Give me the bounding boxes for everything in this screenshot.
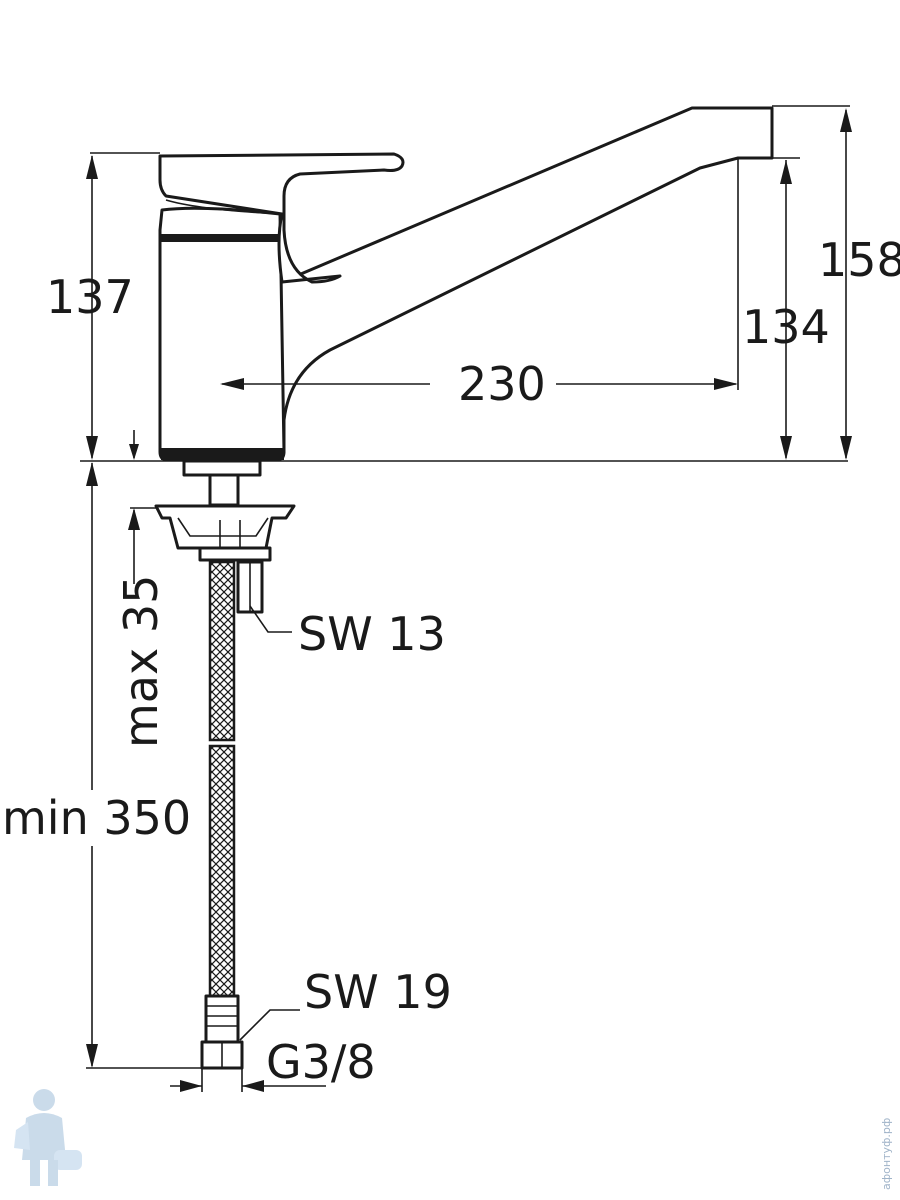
mount-plate <box>198 546 272 562</box>
watermark-text: афонтуф.рф <box>880 1118 893 1190</box>
plumber-mascot-icon <box>14 1089 82 1186</box>
arrow-158-bottom <box>840 436 852 460</box>
callout-sw19: SW 19 <box>304 965 452 1019</box>
callout-g38: G3/8 <box>266 1035 376 1089</box>
arrow-350-top <box>86 462 98 486</box>
dim-label-158: 158 <box>818 233 900 287</box>
dim-label-230: 230 <box>458 357 546 411</box>
arrow-230-right <box>714 378 738 390</box>
arrow-counter-mark <box>129 444 139 460</box>
arrow-158-top <box>840 108 852 132</box>
hose-lower <box>208 744 236 998</box>
faucet-body <box>158 206 286 462</box>
dim-label-134: 134 <box>742 300 830 354</box>
leader-sw13 <box>249 605 292 633</box>
lever-underside <box>165 199 283 215</box>
arrow-g38-right <box>242 1080 264 1092</box>
arrow-134-top <box>780 160 792 184</box>
dim-label-min350: min 350 <box>2 791 191 845</box>
leader-sw19 <box>239 1009 300 1041</box>
hose-ferrule <box>204 994 240 1044</box>
arrow-max35-top <box>128 508 140 530</box>
mount-bracket-detail <box>177 517 269 548</box>
body-base-band <box>161 448 284 460</box>
dim-label-137: 137 <box>46 270 134 324</box>
hose-ferrule-ridges <box>206 1005 238 1027</box>
mount-bolt <box>208 473 240 507</box>
dim-label-max35: max 35 <box>114 575 168 748</box>
arrow-g38-left <box>180 1080 202 1092</box>
arrow-350-bottom <box>86 1044 98 1068</box>
arrow-134-bottom <box>780 436 792 460</box>
mount-stud-top <box>182 459 262 477</box>
arrow-137-bottom <box>86 436 98 460</box>
hose-upper <box>208 560 236 742</box>
callout-sw13: SW 13 <box>298 607 446 661</box>
mount-bracket <box>154 504 296 550</box>
arrow-137-top <box>86 155 98 179</box>
body-band <box>161 234 281 242</box>
arrow-230-left <box>220 378 244 390</box>
